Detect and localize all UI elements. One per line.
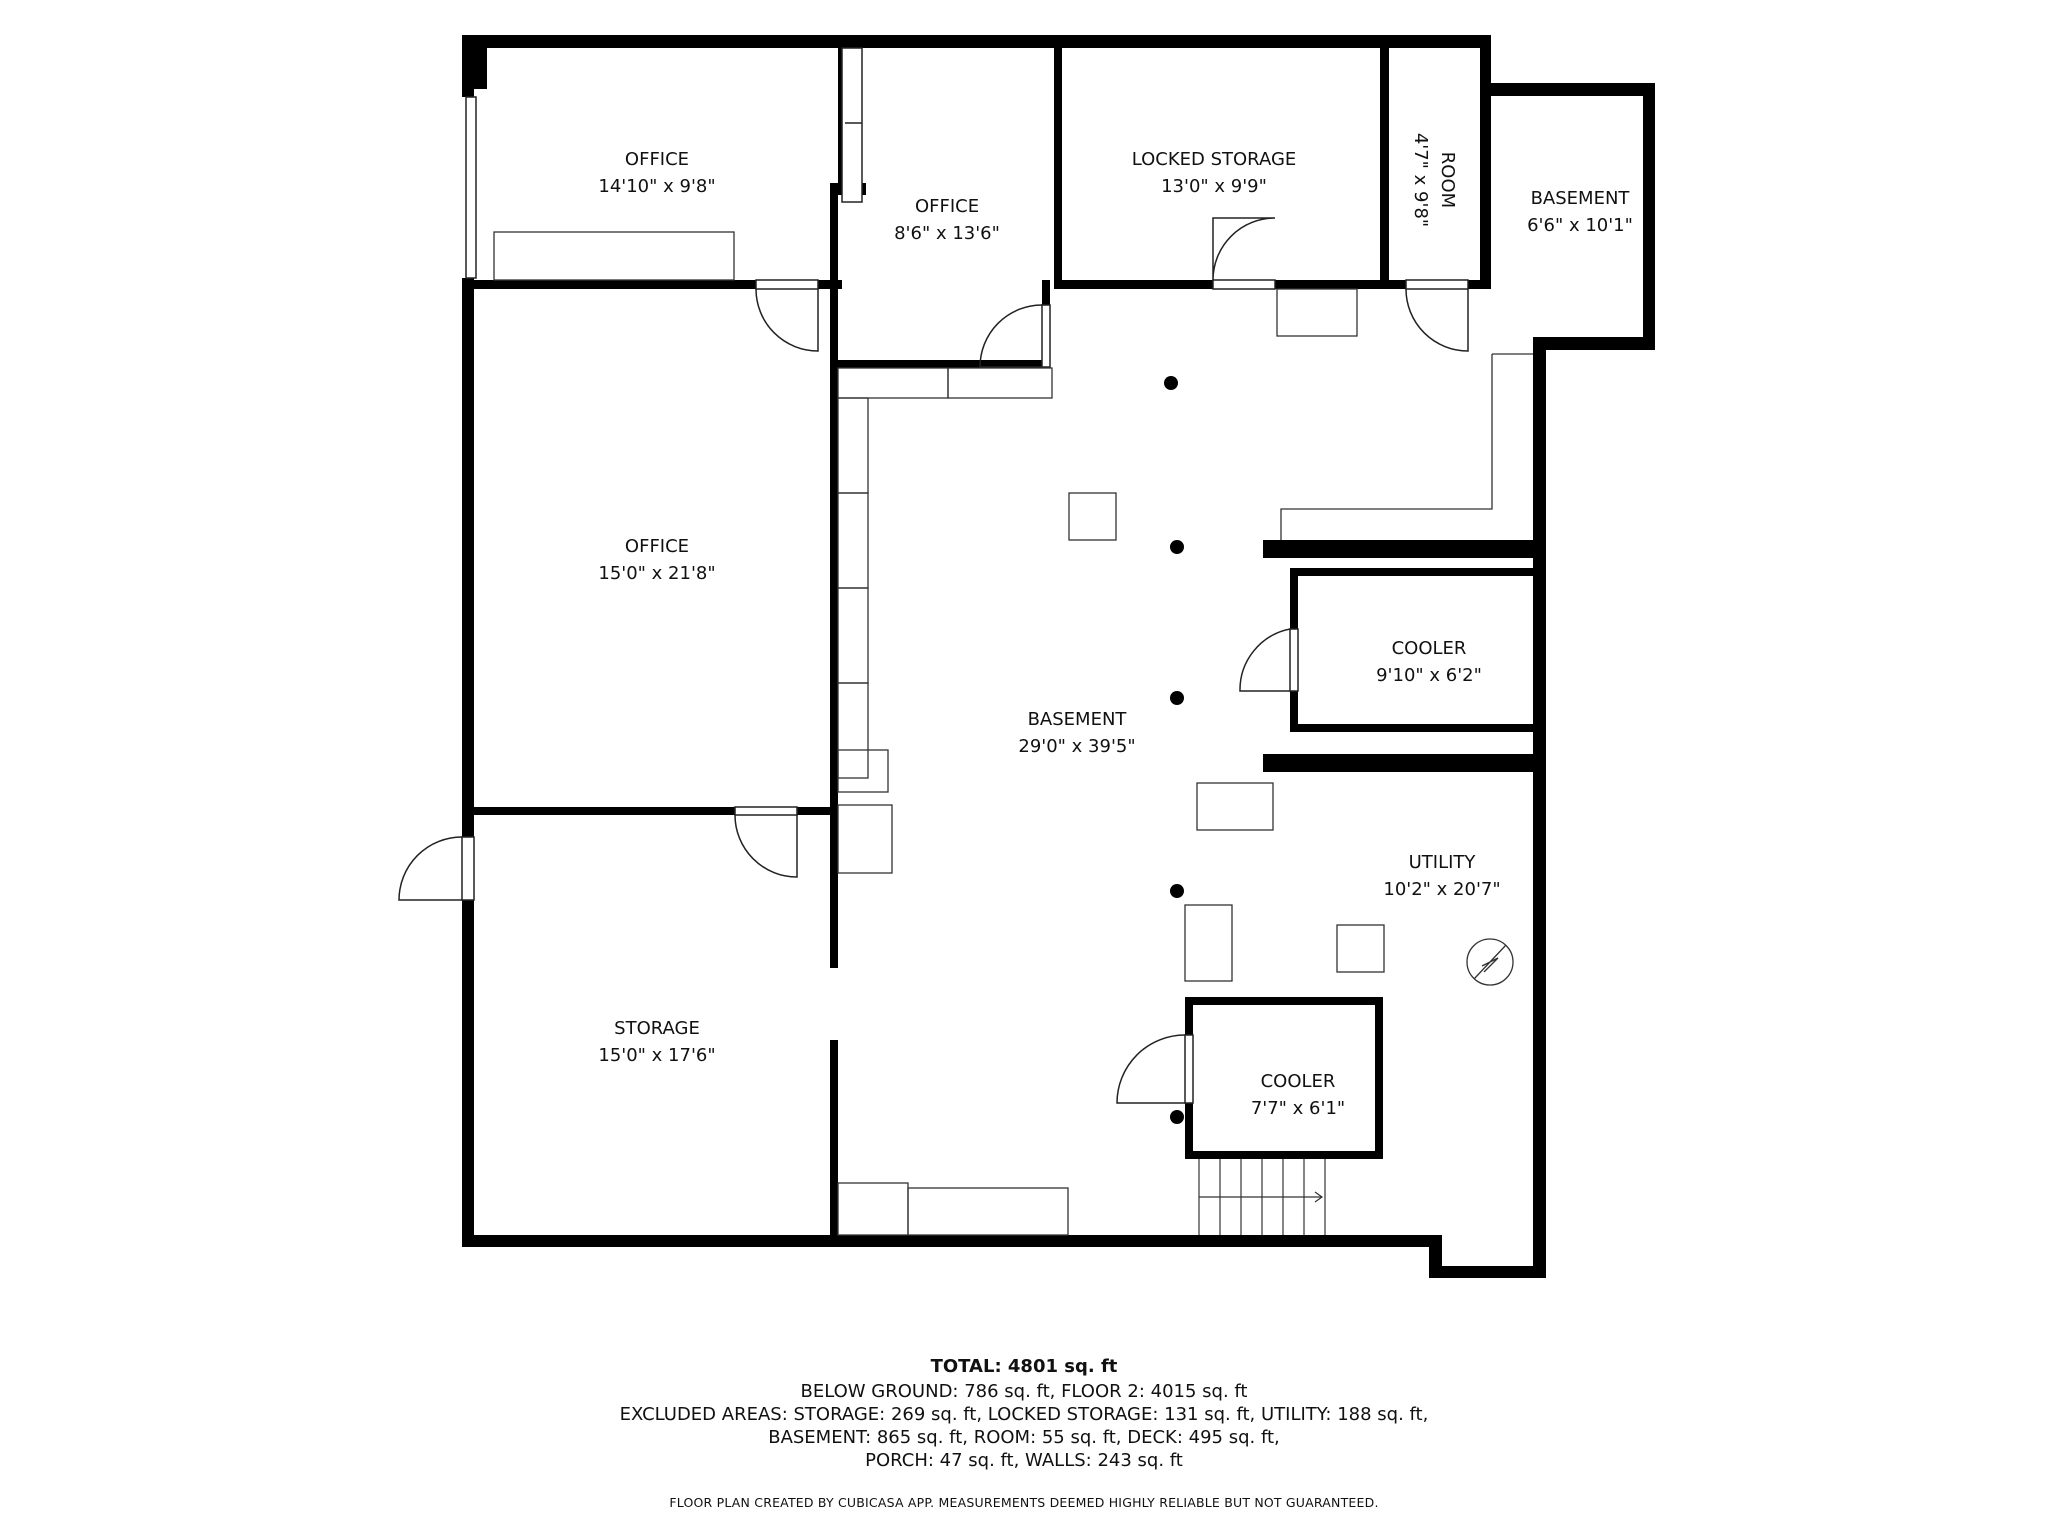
room-office-2: OFFICE 8'6" x 13'6" <box>894 193 1000 247</box>
room-name: OFFICE <box>914 196 980 217</box>
disclaimer: FLOOR PLAN CREATED BY CUBICASA APP. MEAS… <box>669 1495 1379 1510</box>
room-office-3: OFFICE 15'0" x 21'8" <box>598 533 715 587</box>
room-name: BASEMENT <box>1530 188 1630 209</box>
room-cooler-1: COOLER 9'10" x 6'2" <box>1376 635 1482 689</box>
water-heater-icon <box>1466 938 1514 986</box>
room-dimensions: 9'10" x 6'2" <box>1376 665 1482 686</box>
room-basement-small: BASEMENT 6'6" x 10'1" <box>1527 185 1633 239</box>
room-office-1: OFFICE 14'10" x 9'8" <box>598 146 715 200</box>
room-dimensions: 29'0" x 39'5" <box>1018 736 1136 757</box>
room-name: OFFICE <box>624 149 690 170</box>
room-name: ROOM <box>1437 151 1458 209</box>
room-name: COOLER <box>1391 638 1467 659</box>
excluded-areas-line: BASEMENT: 865 sq. ft, ROOM: 55 sq. ft, D… <box>768 1427 1280 1448</box>
room-name: BASEMENT <box>1027 709 1127 730</box>
room-basement-main: BASEMENT 29'0" x 39'5" <box>1018 706 1135 760</box>
room-name: LOCKED STORAGE <box>1131 149 1297 170</box>
room-dimensions: 13'0" x 9'9" <box>1161 176 1267 197</box>
total-area: TOTAL: 4801 sq. ft <box>930 1356 1118 1377</box>
room-name: UTILITY <box>1408 852 1476 873</box>
fixtures <box>493 231 1533 1236</box>
room-utility: UTILITY 10'2" x 20'7" <box>1383 849 1500 903</box>
room-storage: STORAGE 15'0" x 17'6" <box>598 1015 715 1069</box>
room-small-room: ROOM 4'7" x 9'8" <box>1407 133 1461 227</box>
doors <box>398 47 1469 1104</box>
room-dimensions: 15'0" x 17'6" <box>598 1045 716 1066</box>
room-cooler-2: COOLER 7'7" x 6'1" <box>1251 1068 1345 1122</box>
room-dimensions: 14'10" x 9'8" <box>598 176 716 197</box>
room-name: OFFICE <box>624 536 690 557</box>
stairs-icon <box>1198 1159 1326 1235</box>
excluded-areas-line: PORCH: 47 sq. ft, WALLS: 243 sq. ft <box>865 1450 1183 1471</box>
room-name: COOLER <box>1260 1071 1336 1092</box>
room-dimensions: 15'0" x 21'8" <box>598 563 716 584</box>
room-dimensions: 10'2" x 20'7" <box>1383 879 1501 900</box>
room-locked-storage: LOCKED STORAGE 13'0" x 9'9" <box>1132 146 1297 200</box>
room-dimensions: 6'6" x 10'1" <box>1527 215 1633 236</box>
support-column-icon <box>1164 376 1184 1124</box>
excluded-areas-line: EXCLUDED AREAS: STORAGE: 269 sq. ft, LOC… <box>619 1404 1429 1425</box>
room-name: STORAGE <box>614 1018 700 1039</box>
area-breakdown-line: BELOW GROUND: 786 sq. ft, FLOOR 2: 4015 … <box>800 1381 1248 1402</box>
room-dimensions: 8'6" x 13'6" <box>894 223 1000 244</box>
room-dimensions: 7'7" x 6'1" <box>1250 1098 1346 1119</box>
room-dimensions: 4'7" x 9'8" <box>1410 132 1431 228</box>
